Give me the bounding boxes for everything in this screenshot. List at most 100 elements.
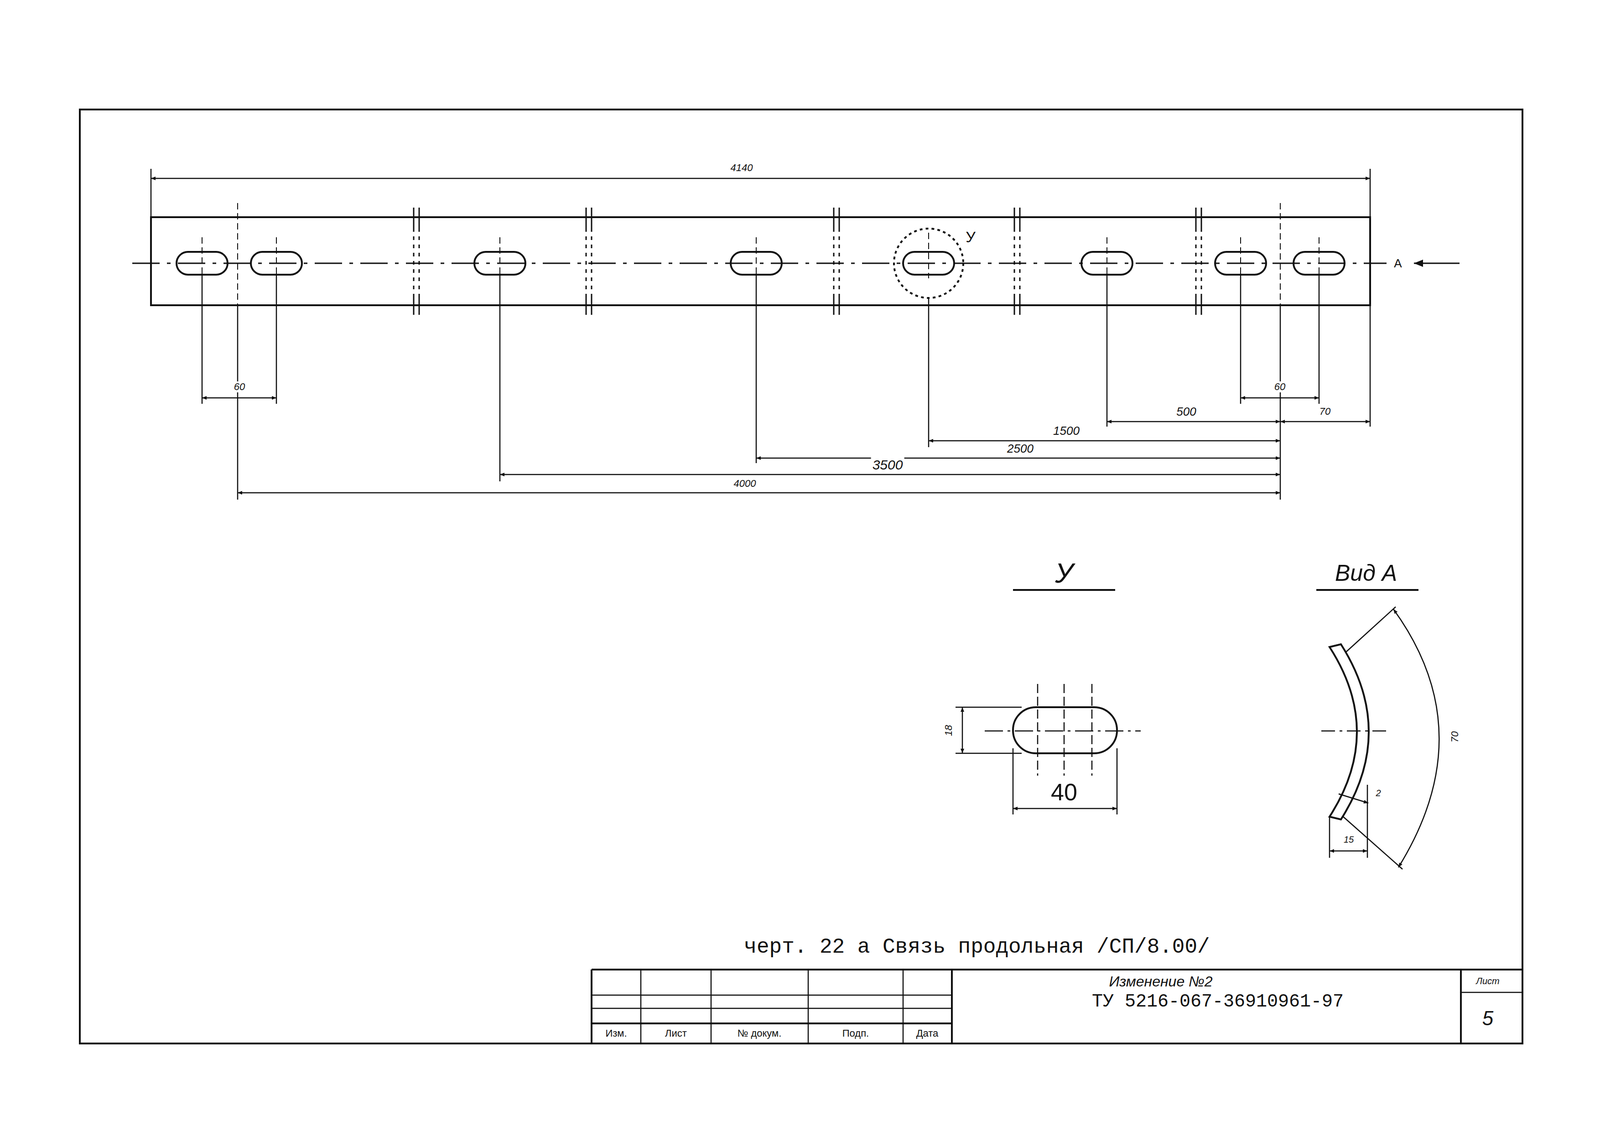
title-block-line (1460, 991, 1523, 993)
sheet-frame-rect (79, 109, 1523, 1044)
document-code: ТУ 5216-067-36910961-97 (1090, 991, 1346, 1012)
break-mark-g-line (1195, 228, 1197, 295)
slot-centerline (202, 202, 1320, 306)
dimension-line-line (499, 274, 501, 482)
title-block-line (591, 994, 952, 996)
strip-view (132, 217, 1460, 306)
section-view-path (1393, 608, 1439, 868)
title-block-line (902, 969, 904, 1044)
section-view (1316, 589, 1439, 869)
detail-view-line (1116, 748, 1118, 815)
detail-view-line (1063, 683, 1065, 776)
detail-marker: У (964, 228, 977, 246)
section-view-line (1321, 730, 1388, 732)
break-mark-g-line (413, 228, 415, 295)
dimension-line-line (928, 440, 1281, 442)
strip-view-circle (893, 228, 964, 298)
strip-view-line (132, 262, 1387, 265)
title-block-line (710, 969, 712, 1044)
dimension-line-line (201, 274, 203, 404)
title-block-line (591, 1022, 952, 1024)
dimension-line-line (1318, 274, 1320, 404)
dimension-line-line (755, 274, 758, 463)
detail-view-line (1012, 807, 1117, 810)
break-mark-g-line (1013, 294, 1016, 315)
slot-centerline-line (275, 237, 277, 274)
strip-view-line (1413, 262, 1460, 265)
dimension-line-line (202, 397, 277, 399)
slot-centerline-line (1240, 237, 1242, 274)
dimension-label: 4000 (732, 477, 758, 489)
slot-centerline-line (499, 237, 501, 274)
dimension-label: 15 (1342, 834, 1356, 845)
break-mark-g-line (413, 294, 415, 315)
break-mark-g-line (1019, 228, 1021, 295)
title-block (591, 969, 1523, 1044)
dimension-line-line (1369, 305, 1372, 427)
slot-centerline-line (1318, 237, 1320, 274)
break-mark-g-line (585, 294, 588, 315)
dimension-label: 1500 (1051, 424, 1081, 438)
dimension-line-line (1240, 274, 1242, 404)
break-mark-g-line (833, 294, 835, 315)
detail-view-line (961, 706, 964, 754)
slot-centerline-line (237, 202, 239, 306)
strip-view-rect (150, 217, 1371, 306)
break-mark-g-line (838, 294, 841, 315)
title-block-cell: Лист (663, 1027, 689, 1039)
break-mark-g-line (1200, 207, 1203, 229)
dimension-line-line (237, 305, 239, 500)
break-mark-g (833, 207, 840, 315)
dimension-line-line (1106, 420, 1281, 423)
break-mark-g-line (418, 228, 421, 295)
title-block-line (591, 1007, 952, 1009)
detail-title: У (1053, 557, 1075, 589)
view-title: Вид А (1333, 560, 1399, 586)
section-view-line (1316, 588, 1419, 591)
break-mark-g-line (1013, 207, 1016, 229)
break-mark-g-line (591, 228, 593, 295)
detail-view-rect (1012, 706, 1117, 754)
dimension-line-line (1369, 168, 1372, 218)
break-mark-g-line (585, 228, 588, 295)
break-mark-g-line (838, 207, 841, 229)
break-mark-g-line (1200, 294, 1203, 315)
break-mark-g-line (591, 294, 593, 315)
dimension-label: 40 (1049, 779, 1079, 806)
dimension-label: 70 (1449, 729, 1461, 744)
dimension-label: 70 (1318, 405, 1332, 417)
break-mark-g-line (1195, 294, 1197, 315)
title-block-cell: Подп. (841, 1027, 871, 1039)
detail-view-line (1012, 588, 1116, 591)
dimension-line-line (1106, 274, 1108, 427)
section-view-path (1329, 644, 1369, 820)
detail-view-line (984, 730, 1141, 732)
slot-centerline-line (755, 237, 757, 274)
detail-view-line (955, 706, 1022, 708)
view-marker: А (1392, 256, 1403, 271)
title-block-cell: Дата (914, 1027, 941, 1039)
dimension-line-line (150, 168, 152, 218)
detail-view-line (1091, 683, 1093, 776)
dimension-label: 2500 (1005, 441, 1035, 456)
dimension-line-line (928, 297, 930, 447)
section-view-line (1329, 850, 1368, 852)
title-block-line (1459, 969, 1462, 1044)
section-view-line (1345, 606, 1396, 653)
dimension-line-line (237, 492, 1281, 494)
title-block-cell: Изм. (603, 1027, 629, 1039)
slot-centerline-line (1106, 237, 1108, 274)
title-block-line (590, 969, 593, 1044)
dimension-line-line (275, 274, 278, 404)
break-mark-g-line (838, 228, 841, 295)
dimension-line-line (756, 457, 1281, 459)
dimension-line-line (1280, 420, 1371, 423)
break-mark-g-line (585, 207, 588, 229)
break-mark-g-line (1019, 207, 1021, 229)
overall-dimension: 4140 (729, 162, 755, 174)
break-mark-g (413, 207, 420, 315)
break-mark-g-line (413, 207, 415, 229)
break-mark-g-line (833, 228, 835, 295)
break-mark-g-line (1013, 228, 1016, 295)
